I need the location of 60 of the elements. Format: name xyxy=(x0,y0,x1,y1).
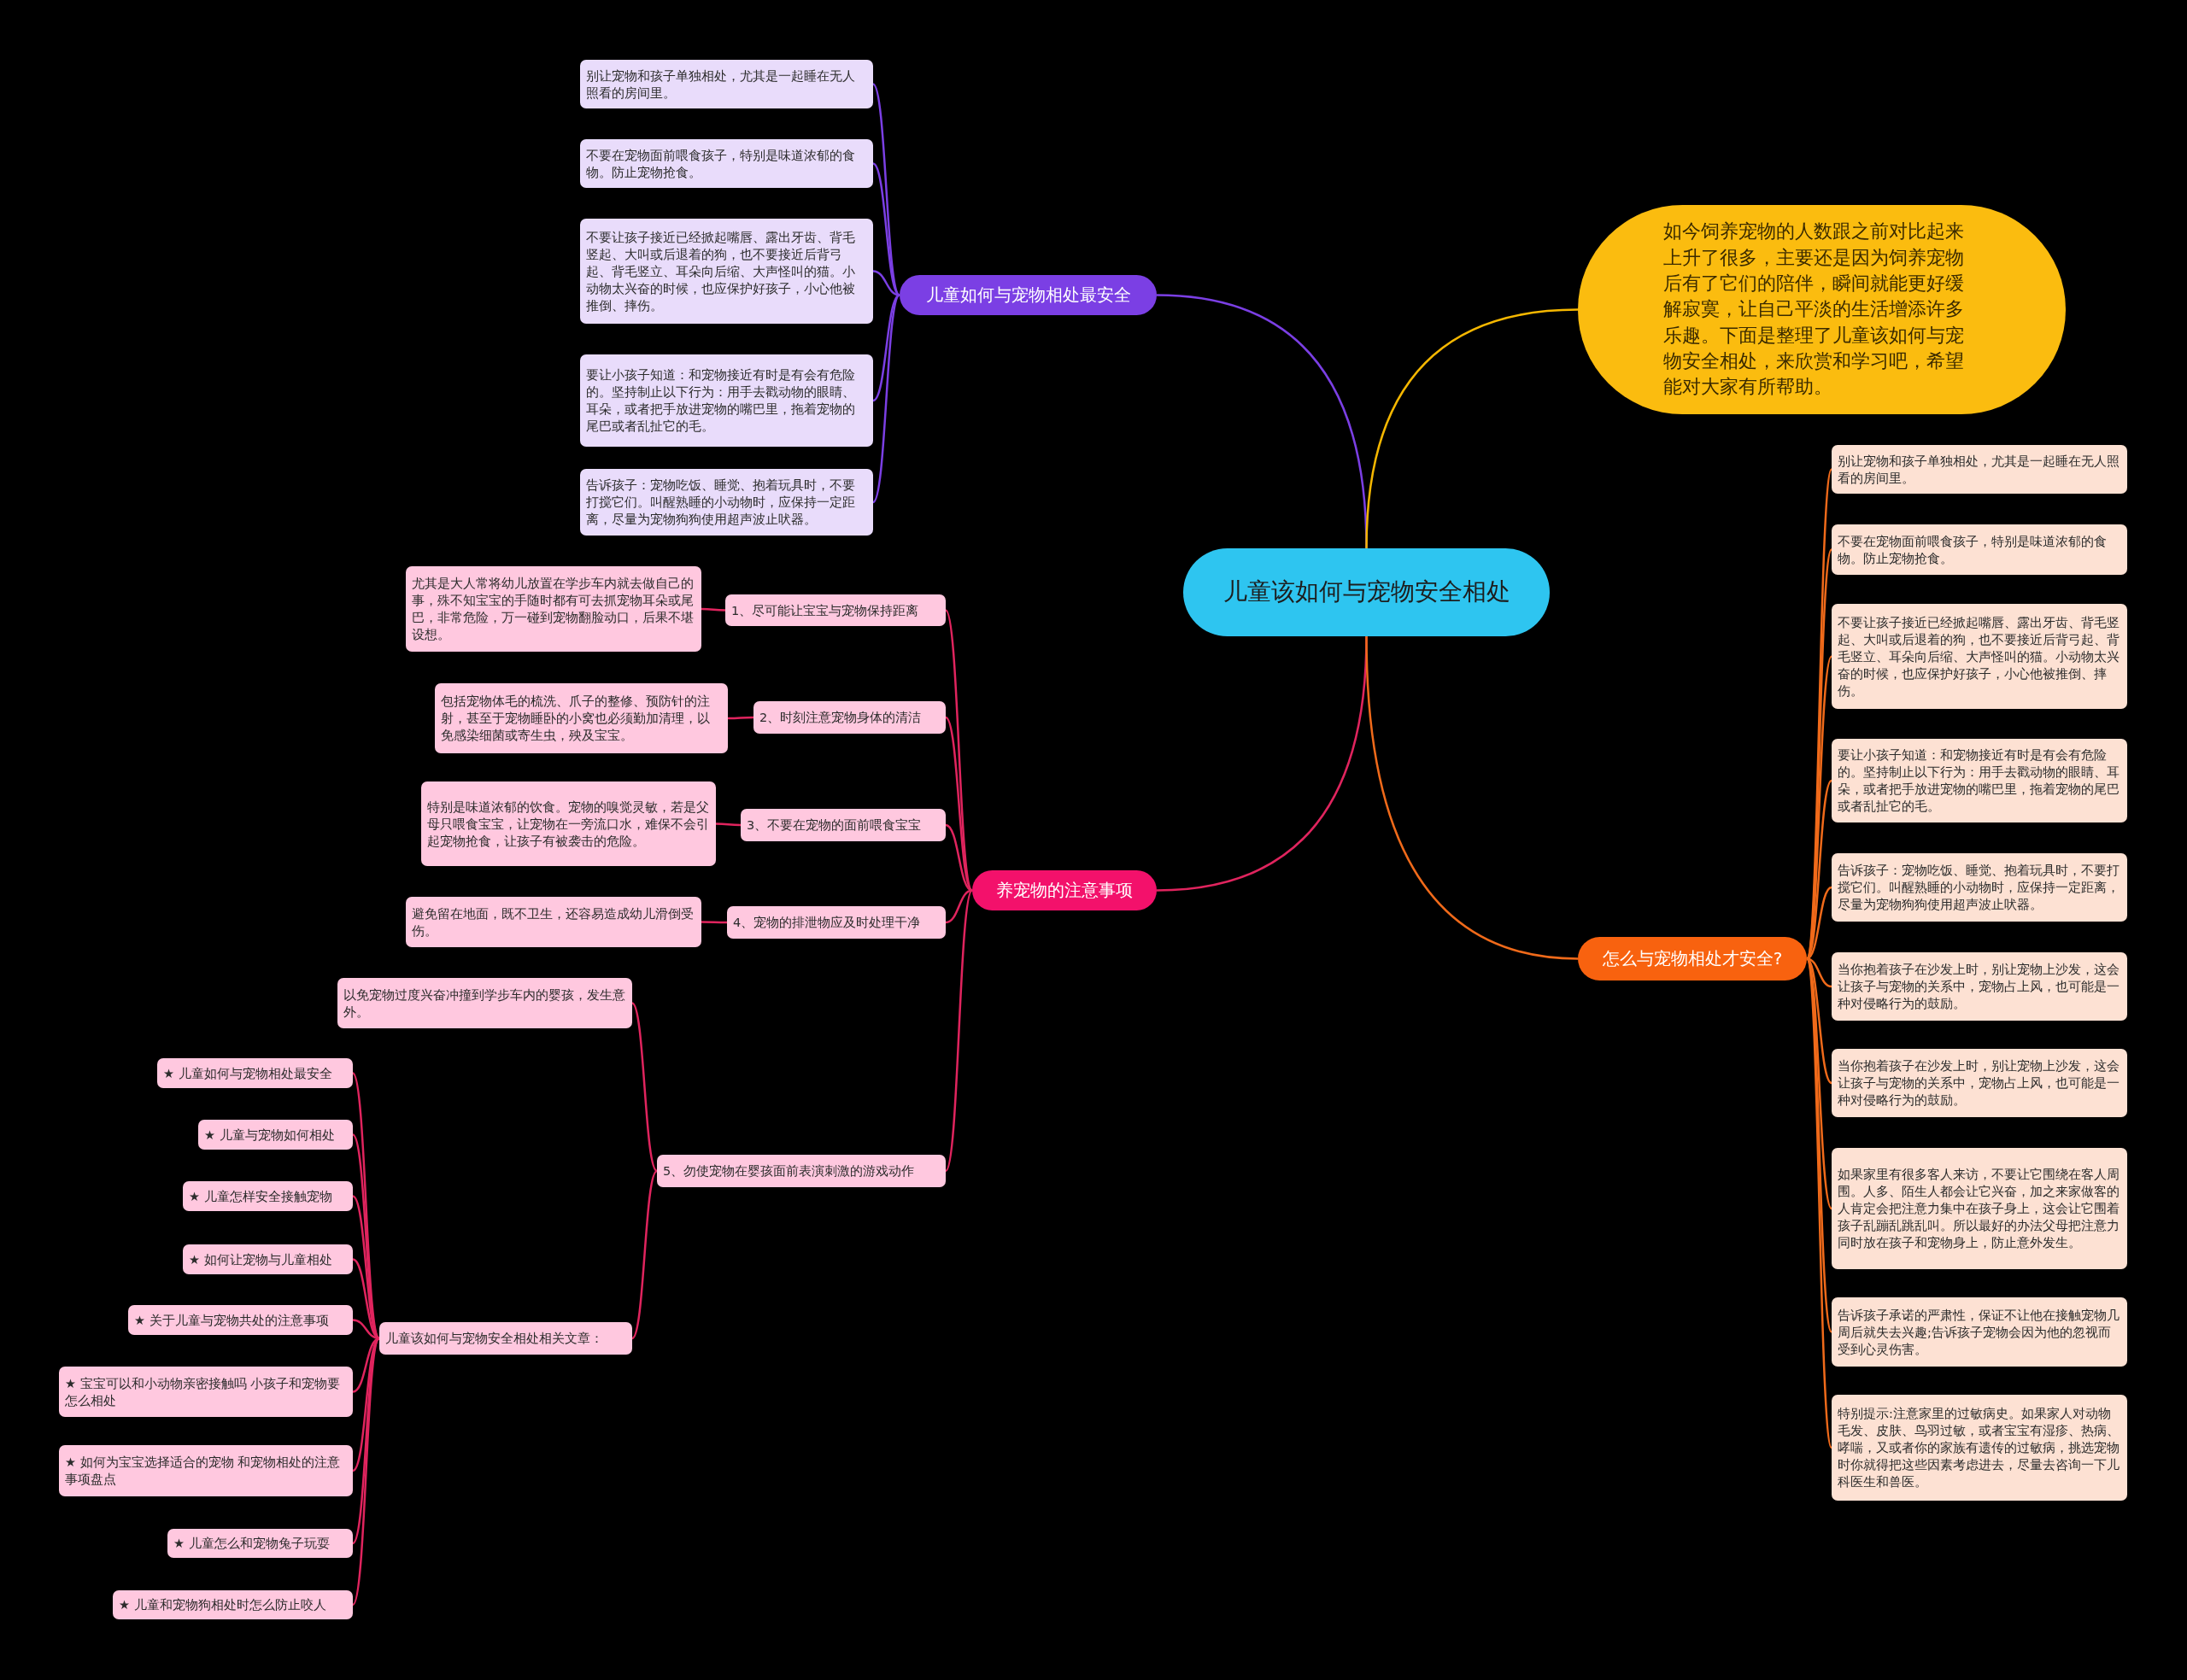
branch-topic: 儿童如何与宠物相处最安全 xyxy=(900,275,1157,315)
note-card: 别让宠物和孩子单独相处，尤其是一起睡在无人照看的房间里。 xyxy=(1832,445,2127,494)
note-card: 尤其是大人常将幼儿放置在学步车内就去做自己的事，殊不知宝宝的手随时都有可去抓宠物耳朵或尾巴，非常危险，万一碰到宠物翻脸动口，后果不堪设想。 xyxy=(406,566,701,652)
connector-line xyxy=(945,717,973,892)
connector-line xyxy=(716,822,741,827)
note-card: ★ 关于儿童与宠物共处的注意事项 xyxy=(128,1305,353,1335)
note-card: 当你抱着孩子在沙发上时，别让宠物上沙发，这会让孩子与宠物的关系中，宠物占上风，也可能是一种对侵略行为的鼓励。 xyxy=(1832,1049,2127,1117)
connector-line xyxy=(872,162,900,296)
connector-line xyxy=(944,889,974,1172)
note-card: 当你抱着孩子在沙发上时，别让宠物上沙发，这会让孩子与宠物的关系中，宠物占上风，也可能是一种对侵略行为的鼓励。 xyxy=(1832,952,2127,1021)
note-card: 特别是味道浓郁的饮食。宠物的嗅觉灵敏，若是父母只喂食宝宝，让宠物在一旁流口水，难保不会引起宠物抢食，让孩子有被袭击的危险。 xyxy=(421,781,716,866)
note-card: 如果家里有很多客人来访，不要让它围绕在客人周围。人多、陌生人都会让它兴奋，加之来家做客的人肯定会把注意力集中在孩子身上，这会让它围着孩子乱蹦乱跳乱叫。所以最好的办法父母把注意力同时放在孩子和宠物身上，防止意外发生。 xyxy=(1832,1148,2127,1269)
note-card: 儿童该如何与宠物安全相处相关文章： xyxy=(379,1322,632,1355)
note-card: 4、宠物的排泄物应及时处理干净 xyxy=(727,906,946,939)
central-topic: 儿童该如何与宠物安全相处 xyxy=(1183,548,1550,636)
note-card: ★ 如何为宝宝选择适合的宠物 和宠物相处的注意事项盘点 xyxy=(59,1445,353,1496)
connector-line xyxy=(872,270,900,296)
note-card: 包括宠物体毛的梳洗、爪子的整修、预防针的注射，甚至于宠物睡卧的小窝也必须勤加清理，以免感染细菌或寄生虫，殃及宝宝。 xyxy=(435,683,728,753)
note-card: 要让小孩子知道：和宠物接近有时是有会有危险的。坚持制止以下行为：用手去戳动物的眼睛、耳朵，或者把手放进宠物的嘴巴里，拖着宠物的尾巴或者乱扯它的毛。 xyxy=(580,354,873,447)
note-card: 特别提示:注意家里的过敏病史。如果家人对动物毛发、皮肤、鸟羽过敏，或者宝宝有湿疹、热病、哮喘，又或者你的家族有遗传的过敏病，挑选宠物时你就得把这些因素考虑进去，尽量去咨询一下儿科医生和兽医。 xyxy=(1832,1395,2127,1501)
connector-line xyxy=(1365,308,1579,549)
note-card: 别让宠物和孩子单独相处，尤其是一起睡在无人照看的房间里。 xyxy=(580,60,873,108)
note-card: 不要让孩子接近已经掀起嘴唇、露出牙齿、背毛竖起、大叫或后退着的狗，也不要接近后背弓起、背毛竖立、耳朵向后缩、大声怪叫的猫。小动物太兴奋的时候，也应保护好孩子，小心他被推倒、摔伤。 xyxy=(1832,604,2127,709)
intro-bubble: 如今饲养宠物的人数跟之前对比起来上升了很多，主要还是因为饲养宠物后有了它们的陪伴，瞬间就能更好缓解寂寞，让自己平淡的生活增添许多乐趣。下面是整理了儿童该如何与宠物安全相处，来欣赏和学习吧，希望能对大家有所帮助。 xyxy=(1578,205,2066,414)
connector-line xyxy=(701,921,727,924)
connector-line xyxy=(1365,635,1579,960)
note-card: ★ 宝宝可以和小动物亲密接触吗 小孩子和宠物要怎么相处 xyxy=(59,1367,353,1417)
connector-line xyxy=(945,889,973,924)
connector-line xyxy=(1806,886,1832,960)
connector-line xyxy=(872,294,900,402)
note-card: ★ 儿童和宠物狗相处时怎么防止咬人 xyxy=(113,1590,353,1619)
note-card: ★ 儿童如何与宠物相处最安全 xyxy=(157,1058,353,1088)
note-card: ★ 儿童怎样安全接触宠物 xyxy=(183,1181,353,1211)
note-card: 以免宠物过度兴奋冲撞到学步车内的婴孩，发生意外。 xyxy=(337,978,632,1028)
note-card: ★ 儿童与宠物如何相处 xyxy=(198,1120,353,1150)
note-card: 避免留在地面，既不卫生，还容易造成幼儿滑倒受伤。 xyxy=(406,897,701,947)
note-card: 不要在宠物面前喂食孩子，特别是味道浓郁的食物。防止宠物抢食。 xyxy=(1832,524,2127,575)
connector-line xyxy=(631,1002,658,1172)
connector-line xyxy=(1805,958,1833,1449)
connector-line xyxy=(728,716,753,720)
note-card: 不要让孩子接近已经掀起嘴唇、露出牙齿、背毛竖起、大叫或后退着的狗，也不要接近后背弓起、背毛竖立、耳朵向后缩、大声怪叫的猫。小动物太兴奋的时候，也应保护好孩子，小心他被推倒、摔伤。 xyxy=(580,219,873,324)
note-card: 2、时刻注意宠物身体的清洁 xyxy=(753,701,946,734)
note-card: 告诉孩子承诺的严肃性，保证不让他在接触宠物几周后就失去兴趣;告诉孩子宠物会因为他的忽视而受到心灵伤害。 xyxy=(1832,1297,2127,1367)
note-card: ★ 儿童怎么和宠物兔子玩耍 xyxy=(167,1529,353,1558)
connector-line xyxy=(872,294,900,503)
connector-line xyxy=(351,1338,381,1606)
note-card: 要让小孩子知道：和宠物接近有时是有会有危险的。坚持制止以下行为：用手去戳动物的眼睛、耳朵，或者把手放进宠物的嘴巴里，拖着宠物的尾巴或者乱扯它的毛。 xyxy=(1832,739,2127,822)
branch-topic: 怎么与宠物相处才安全? xyxy=(1578,937,1807,980)
note-card: 告诉孩子：宠物吃饭、睡觉、抱着玩具时，不要打搅它们。叫醒熟睡的小动物时，应保持一定距离，尽量为宠物狗狗使用超声波止吠器。 xyxy=(1832,853,2127,922)
note-card: 3、不要在宠物的面前喂食宝宝 xyxy=(741,809,946,841)
connector-line xyxy=(1806,957,1832,988)
note-card: 不要在宠物面前喂食孩子，特别是味道浓郁的食物。防止宠物抢食。 xyxy=(580,139,873,188)
note-card: ★ 如何让宠物与儿童相处 xyxy=(183,1244,353,1274)
connector-line xyxy=(631,1170,658,1339)
note-card: 1、尽可能让宝宝与宠物保持距离 xyxy=(725,594,946,626)
connector-line xyxy=(352,1133,380,1339)
branch-topic: 养宠物的注意事项 xyxy=(972,870,1157,910)
note-card: 告诉孩子：宠物吃饭、睡觉、抱着玩具时，不要打搅它们。叫醒熟睡的小动物时，应保持一定距离，尽量为宠物狗狗使用超声波止吠器。 xyxy=(580,469,873,536)
note-card: 5、勿使宠物在婴孩面前表演刺激的游戏动作 xyxy=(657,1155,946,1187)
connector-line xyxy=(701,607,725,612)
